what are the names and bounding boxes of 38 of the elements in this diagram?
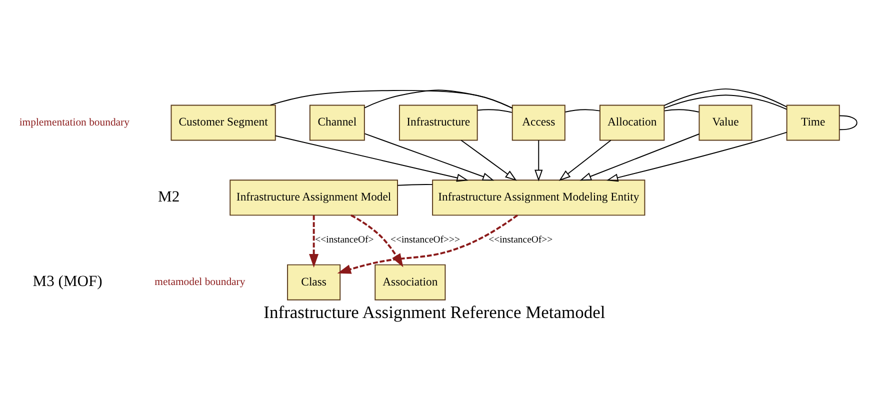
arrow [606, 131, 788, 182]
edge-label: <<instanceOf> [315, 234, 374, 245]
label: M2 [158, 188, 180, 205]
node-box: Time [786, 104, 840, 140]
node-box: Infrastructure Assignment Model [230, 179, 398, 216]
arrow [460, 139, 517, 180]
connector [664, 88, 788, 107]
node-box: Channel [309, 104, 365, 140]
arrow [337, 214, 518, 274]
node-box: Value [698, 104, 752, 140]
node-box: Infrastructure [398, 104, 478, 140]
arrow [274, 134, 468, 182]
edge-label: <<instanceOf>>> [390, 234, 460, 245]
node-box: Allocation [599, 104, 665, 140]
arrow [364, 132, 494, 180]
connector [364, 89, 513, 108]
arrow [534, 139, 543, 181]
connector [477, 108, 512, 112]
label: metamodel boundary [154, 276, 246, 288]
caption: Infrastructure Assignment Reference Metamodel [264, 301, 606, 322]
node-box: Class [287, 264, 341, 300]
node-box: Access [512, 104, 566, 140]
arrow [580, 133, 700, 180]
node-box: Association [374, 264, 446, 300]
connector [564, 108, 600, 112]
node-box: Infrastructure Assignment Modeling Entity [432, 179, 646, 216]
label: M3 (MOF) [32, 272, 102, 290]
node-box: Customer Segment [170, 104, 276, 140]
connector [664, 108, 700, 112]
connector [270, 89, 513, 108]
connector [664, 94, 788, 110]
arrow [309, 214, 319, 268]
arrow [558, 139, 612, 180]
arrow [350, 214, 404, 267]
label: implementation boundary [19, 116, 130, 128]
connector [839, 114, 858, 130]
connector [397, 184, 433, 186]
edge-label: <<instanceOf>> [488, 234, 553, 245]
